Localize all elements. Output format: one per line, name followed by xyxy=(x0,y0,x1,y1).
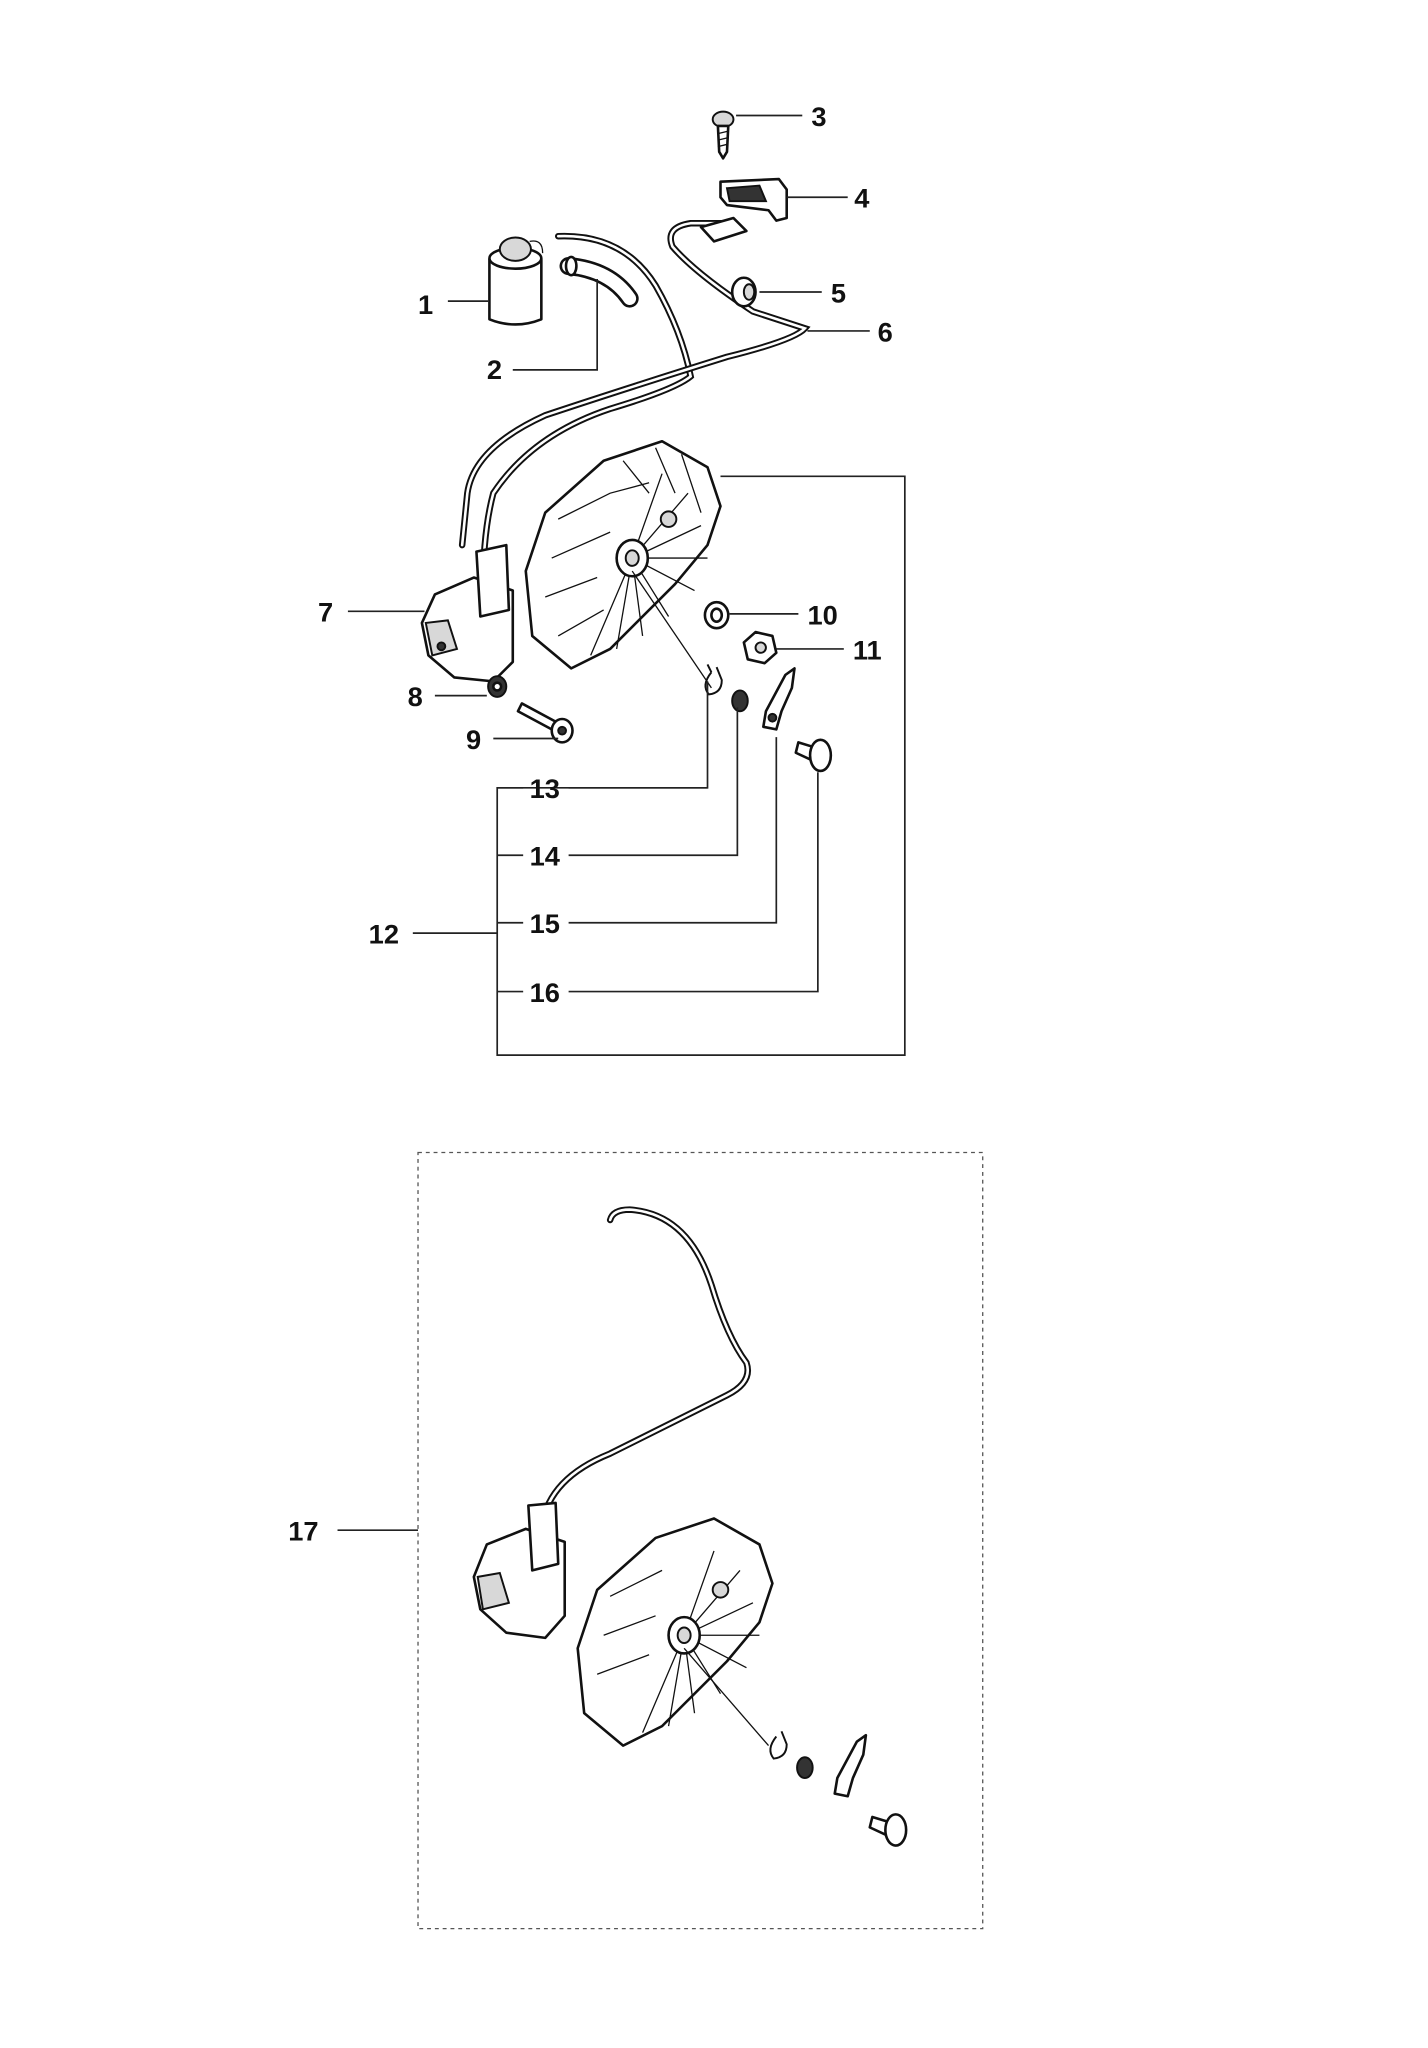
callout-7: 7 xyxy=(318,597,333,628)
callout-13: 13 xyxy=(530,773,560,804)
callout-11: 11 xyxy=(853,634,882,665)
callout-14: 14 xyxy=(530,841,561,872)
part-11-nut xyxy=(742,630,778,665)
callout-15: 15 xyxy=(530,908,560,939)
callout-12: 12 xyxy=(369,919,399,950)
part-10-washer xyxy=(703,600,730,630)
part-5-grommet xyxy=(730,276,757,308)
callout-8: 8 xyxy=(408,681,423,712)
part-16-pin xyxy=(794,738,833,773)
part-13-clip xyxy=(704,664,723,696)
part-2-hose xyxy=(559,255,639,308)
callout-16: 16 xyxy=(530,977,560,1008)
part-3-screw xyxy=(711,110,735,160)
callout-2: 2 xyxy=(487,354,502,385)
callout-4: 4 xyxy=(854,183,870,214)
part-15-pawl xyxy=(762,667,796,731)
callout-10: 10 xyxy=(807,599,837,630)
callout-9: 9 xyxy=(466,724,481,755)
callout-17: 17 xyxy=(288,1516,318,1547)
part-1-cap xyxy=(488,236,544,326)
part-6-wire xyxy=(458,216,811,594)
part-8-washer xyxy=(487,675,508,698)
leader-16 xyxy=(568,772,819,993)
part-4-clip xyxy=(719,177,788,222)
part-9-bolt xyxy=(516,702,574,744)
leader-15 xyxy=(568,737,778,924)
leader-2 xyxy=(512,279,599,371)
callout-3: 3 xyxy=(811,101,826,132)
part-14-washer xyxy=(731,689,749,713)
callout-5: 5 xyxy=(831,277,846,308)
callout-1: 1 xyxy=(418,289,433,320)
kit-17-assembly xyxy=(472,1206,908,1847)
flywheel xyxy=(524,439,722,670)
kit-17-box xyxy=(417,1151,984,1930)
callout-6: 6 xyxy=(878,316,893,347)
part-7-ignition-coil xyxy=(420,543,515,683)
axis-line xyxy=(631,570,712,689)
leader-14 xyxy=(568,707,739,857)
